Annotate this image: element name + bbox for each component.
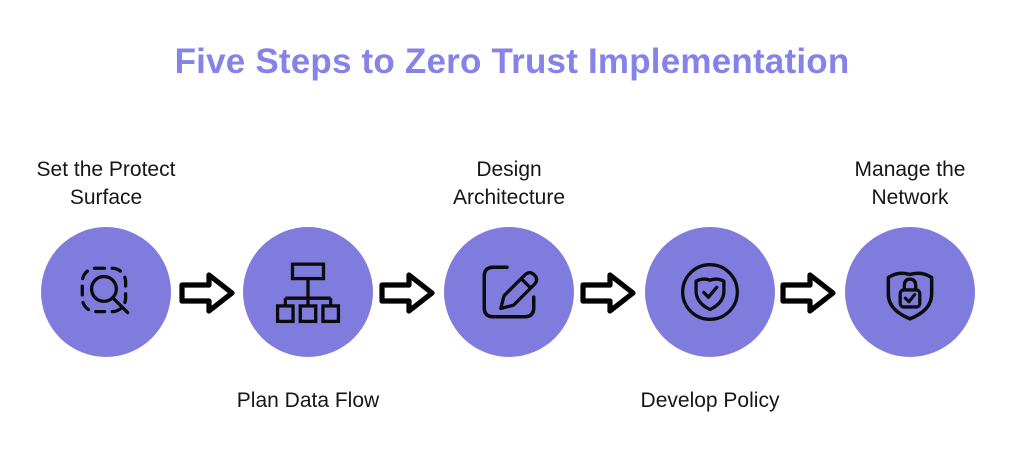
edit-icon [482,265,539,319]
shield-check-icon [681,263,739,321]
arrow-right-icon [580,272,636,314]
step-node-set-protect-surface [41,227,171,357]
step-node-design-architecture [444,227,574,357]
step-node-plan-data-flow [243,227,373,357]
page-title: Five Steps to Zero Trust Implementation [174,42,850,81]
step-label-develop-policy: Develop Policy [640,389,780,412]
step-label-plan-data-flow: Plan Data Flow [236,389,380,412]
step-label-design-architecture: Design Architecture [452,158,566,210]
hierarchy-icon [275,262,341,324]
arrow-right-icon [780,272,836,314]
step-label-manage-network: Manage the Network [854,158,966,210]
arrow-right-icon [379,272,435,314]
shield-lock-icon [886,271,934,321]
arrow-right-icon [179,272,235,314]
search-area-icon [80,266,130,315]
step-node-manage-network [845,227,975,357]
step-node-develop-policy [645,227,775,357]
step-label-set-protect-surface: Set the Protect Surface [36,158,176,210]
